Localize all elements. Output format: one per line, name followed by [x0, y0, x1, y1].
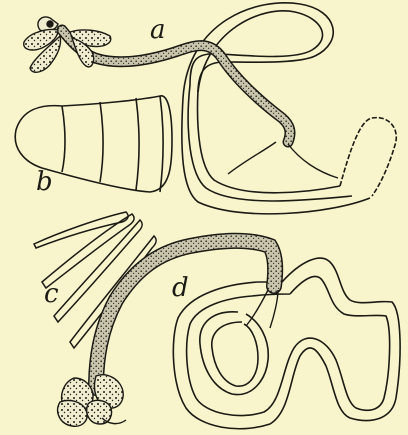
figure-a-membrane [182, 3, 396, 214]
label-a: a [150, 15, 166, 45]
label-c: c [44, 279, 59, 309]
label-b: b [36, 167, 53, 197]
label-d: d [172, 273, 189, 303]
figure-d-membrane [173, 258, 400, 429]
